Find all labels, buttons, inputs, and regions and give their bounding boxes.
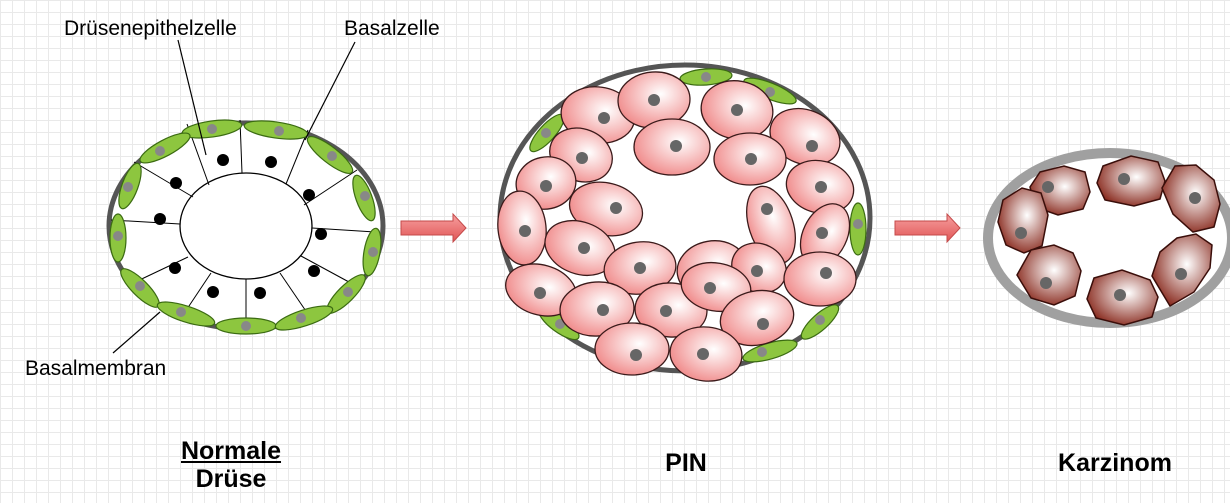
lumen bbox=[180, 173, 312, 279]
carcinoma-title: Karzinom bbox=[1035, 450, 1195, 478]
normal-gland-title-line2: Drüse bbox=[156, 466, 306, 494]
basement-membrane-label: Basalmembran bbox=[25, 358, 166, 379]
normal-gland-title: Normale Drüse bbox=[156, 438, 306, 493]
normal-gland-title-line1: Normale bbox=[156, 438, 306, 466]
right-arrow-icon bbox=[895, 214, 960, 242]
carcinoma-gland bbox=[988, 153, 1230, 325]
basal-cell-label: Basalzelle bbox=[344, 18, 440, 39]
pin-gland bbox=[494, 65, 870, 385]
right-arrow-icon bbox=[401, 214, 466, 242]
glandular-cell-label: Drüsenepithelzelle bbox=[64, 18, 237, 39]
pin-title: PIN bbox=[646, 450, 726, 478]
normal-gland bbox=[109, 40, 384, 353]
